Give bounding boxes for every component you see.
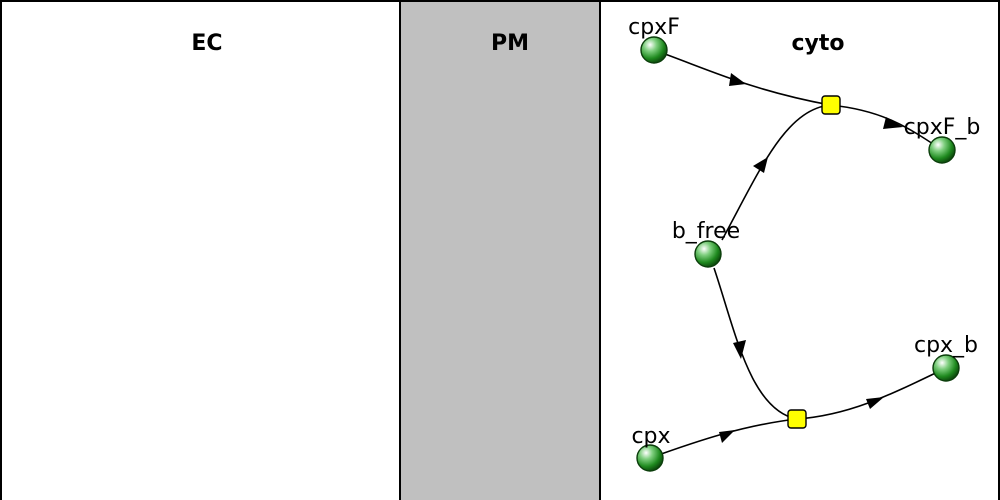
species-cpx_b[interactable]: cpx_b (914, 333, 978, 382)
reaction-r1-edges (653, 49, 943, 241)
arrowhead-r1-cpxFb (883, 117, 903, 129)
arrowhead-r2-cpxb (866, 397, 884, 409)
species-node-cpx_b[interactable] (932, 354, 960, 382)
compartment-pm: PM (399, 0, 601, 500)
species-node-b_free[interactable] (694, 240, 722, 268)
arrowhead-cpxF-r1 (729, 73, 746, 86)
compartment-pm-box (399, 0, 601, 500)
compartment-ec-box (0, 0, 401, 500)
edge-bfree-to-r2 (713, 267, 798, 420)
species-b_free[interactable]: b_free (672, 219, 740, 268)
arrowhead-bfree-r2 (733, 340, 746, 359)
edge-bfree-to-r1 (721, 104, 831, 241)
arrowhead-bfree-r1 (753, 157, 768, 173)
compartment-ec: EC (0, 0, 401, 500)
species-node-cpxF[interactable] (640, 36, 668, 64)
species-cpxF[interactable]: cpxF (628, 15, 680, 64)
species-cpxF_b[interactable]: cpxF_b (904, 115, 981, 164)
species-label-cpx: cpx (631, 424, 670, 449)
species-node-cpx[interactable] (636, 444, 664, 472)
species-label-cpxF_b: cpxF_b (904, 115, 981, 140)
compartment-cyto-label: cyto (791, 31, 844, 56)
reaction-r2-edges (649, 267, 947, 459)
species-label-cpx_b: cpx_b (914, 333, 978, 358)
reaction-node-r2[interactable] (787, 409, 807, 429)
species-cpx[interactable]: cpx (631, 424, 671, 472)
arrowhead-cpx-r2 (719, 430, 735, 443)
compartment-pm-label: PM (491, 31, 529, 56)
species-label-cpxF: cpxF (628, 15, 680, 40)
reaction-node-r1[interactable] (821, 95, 841, 115)
species-label-b_free: b_free (672, 219, 740, 244)
compartment-ec-label: EC (191, 31, 222, 56)
species-node-cpxF_b[interactable] (928, 136, 956, 164)
